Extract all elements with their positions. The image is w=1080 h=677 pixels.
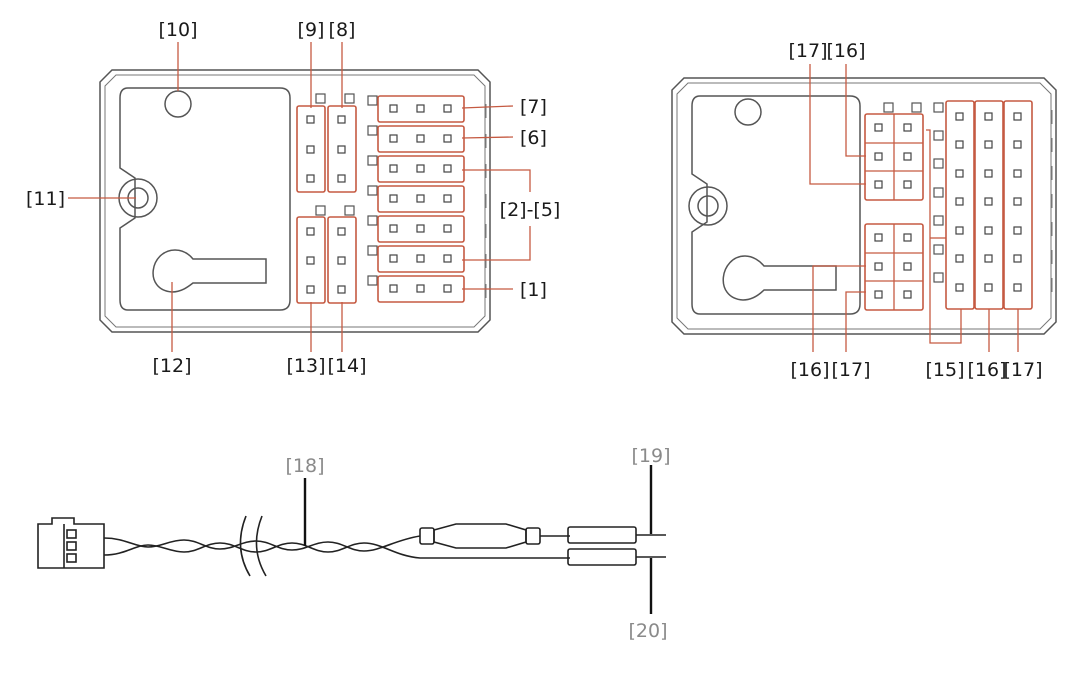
sensor-cable: [18] [19] [20] (37, 445, 671, 642)
channel-row-2 (367, 245, 465, 273)
right-receiver-channel-grid (933, 100, 1033, 310)
right-receiver-inner-rim (676, 82, 1052, 330)
channel-row-7 (367, 95, 465, 123)
label-20: [20] (628, 620, 667, 642)
pin-column-13 (296, 216, 326, 304)
channel-row-1 (367, 275, 465, 303)
right-receiver-upper-connector-block (864, 102, 924, 201)
label-7: [7] (520, 96, 547, 118)
label-1: [1] (520, 279, 547, 301)
twisted-wire-b (103, 542, 570, 559)
label-11: [11] (26, 188, 65, 210)
left-receiver-top-connector-block (296, 93, 357, 193)
label-19: [19] (631, 445, 670, 467)
label-8: [8] (329, 19, 356, 41)
right-receiver-keyhole-slot (722, 255, 837, 301)
right-receiver-led-hole (734, 98, 762, 126)
right-receiver: [17] [16] [16] [17] [15] [16] [17] (671, 40, 1057, 381)
connector-tab (315, 93, 326, 104)
channel-row-4 (367, 185, 465, 213)
pin-column-8 (327, 105, 357, 193)
pin-column-9 (296, 105, 326, 193)
right-receiver-lower-connector-block (864, 223, 924, 311)
connector-tab (344, 205, 355, 216)
left-receiver-keyhole-slot (152, 249, 267, 293)
right-receiver-bind-button (697, 195, 719, 217)
label-14: [14] (327, 355, 366, 377)
right-receiver-outer-case (671, 77, 1057, 335)
pin-column-14 (327, 216, 357, 304)
label-9: [9] (298, 19, 325, 41)
label-17-bottom-right: [17] (1003, 359, 1042, 381)
label-16-bottom-left: [16] (790, 359, 829, 381)
left-receiver-led-hole (164, 90, 192, 118)
cable-pin-upper (567, 526, 666, 544)
left-receiver-outer-case (99, 69, 491, 333)
left-receiver-leader-lines (68, 42, 531, 352)
pin-holes (306, 115, 346, 183)
label-13: [13] (286, 355, 325, 377)
left-receiver-inner-rim (104, 74, 486, 328)
label-16-bottom-right: [16] (967, 359, 1006, 381)
channel-row-6 (367, 125, 465, 153)
inline-sensor (419, 523, 541, 549)
label-16-top: [16] (826, 40, 865, 62)
label-18: [18] (285, 455, 324, 477)
left-receiver-bottom-connector-block (296, 205, 357, 304)
label-10: [10] (158, 19, 197, 41)
connector-tab (883, 102, 894, 113)
label-2-5: [2]-[5] (500, 199, 561, 221)
label-15-bottom: [15] (925, 359, 964, 381)
right-receiver-label-panel (691, 95, 861, 315)
left-receiver-channel-rows (367, 95, 465, 303)
left-receiver: [10] [9] [8] [7] [6] [2]-[5] [1] [11] [1… (26, 19, 560, 377)
cable-plug (37, 517, 105, 569)
cable-break-mark (255, 515, 267, 577)
channel-row-3 (367, 215, 465, 243)
cable-break-mark (239, 515, 251, 577)
label-12: [12] (152, 355, 191, 377)
right-receiver-bind-button-ring (688, 186, 728, 226)
cable-pin-lower (567, 548, 666, 566)
connector-tab (315, 205, 326, 216)
left-receiver-label-panel (119, 87, 291, 311)
channel-row-5 (367, 155, 465, 183)
label-6: [6] (520, 127, 547, 149)
connector-tab (344, 93, 355, 104)
pin-holes (306, 227, 346, 294)
label-17-bottom-left: [17] (831, 359, 870, 381)
right-receiver-leader-lines (809, 64, 1019, 352)
connector-tab (911, 102, 922, 113)
label-17-top: [17] (788, 40, 827, 62)
